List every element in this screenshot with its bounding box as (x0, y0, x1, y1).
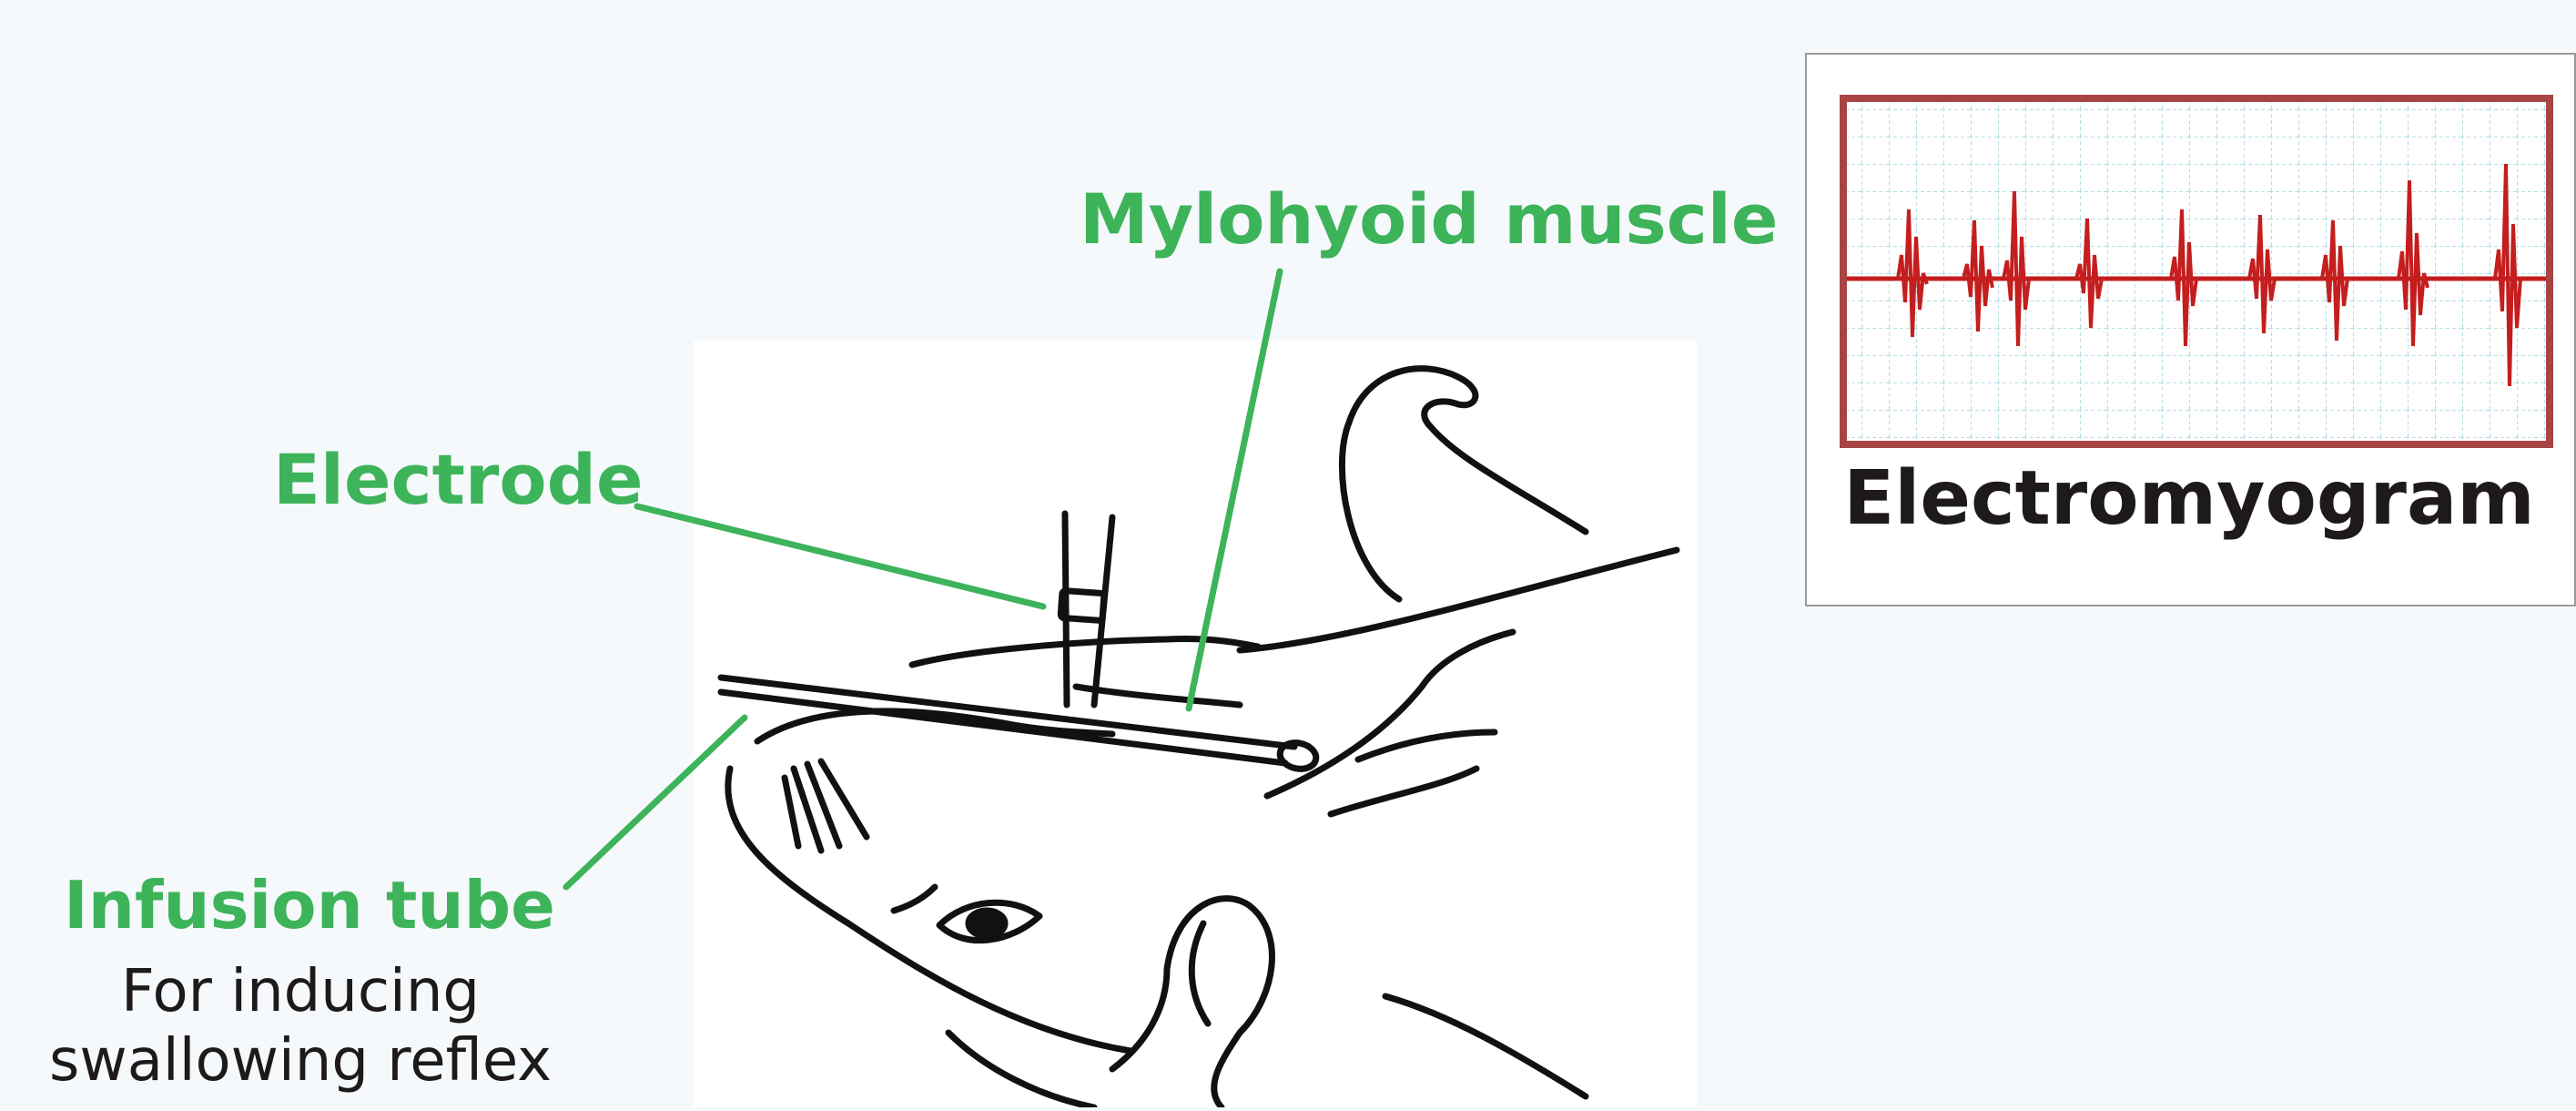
incision-upper (912, 638, 1258, 665)
infusion-tube-label: Infusion tube (64, 867, 555, 943)
lower-ear (1112, 899, 1272, 1107)
rat-head-drawing (694, 341, 1697, 1107)
mylohyoid-label: Mylohyoid muscle (1080, 178, 1778, 260)
infusion-desc-line1: For inducing (36, 958, 564, 1025)
emg-panel: Electromyogram (1805, 53, 2576, 606)
rat-head-illustration (694, 341, 1697, 1107)
emg-graph (1807, 55, 2571, 455)
electrode-label: Electrode (273, 439, 644, 520)
emg-title: Electromyogram (1807, 455, 2571, 542)
neck-line (1240, 550, 1677, 650)
infusion-desc-line2: swallowing reflex (36, 1027, 564, 1095)
upper-ear (1342, 369, 1586, 599)
